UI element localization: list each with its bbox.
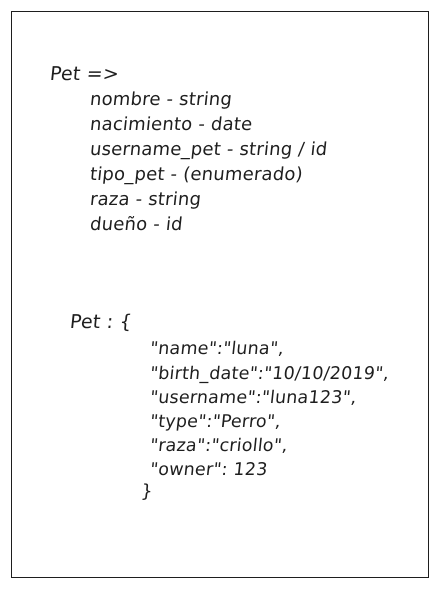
json-line-type: "type":"Perro", — [148, 412, 282, 432]
json-example-title: Pet : { — [68, 311, 134, 333]
schema-field-raza: raza - string — [88, 189, 203, 210]
schema-field-tipo-pet: tipo_pet - (enumerado) — [88, 164, 304, 185]
json-line-birth-date: "birth_date":"10/10/2019", — [148, 364, 391, 384]
json-line-raza: "raza":"criollo", — [148, 436, 289, 456]
schema-field-nombre: nombre - string — [88, 89, 234, 110]
json-line-name: "name":"luna", — [148, 339, 285, 359]
json-line-username: "username":"luna123", — [148, 388, 358, 408]
json-line-owner: "owner": 123 — [148, 460, 269, 480]
schema-field-dueno: dueño - id — [88, 214, 184, 235]
schema-field-username-pet: username_pet - string / id — [88, 139, 329, 160]
diagram-frame — [11, 11, 429, 578]
schema-field-nacimiento: nacimiento - date — [88, 114, 254, 135]
schema-title: Pet => — [48, 63, 121, 85]
json-closing-brace: } — [139, 481, 154, 502]
